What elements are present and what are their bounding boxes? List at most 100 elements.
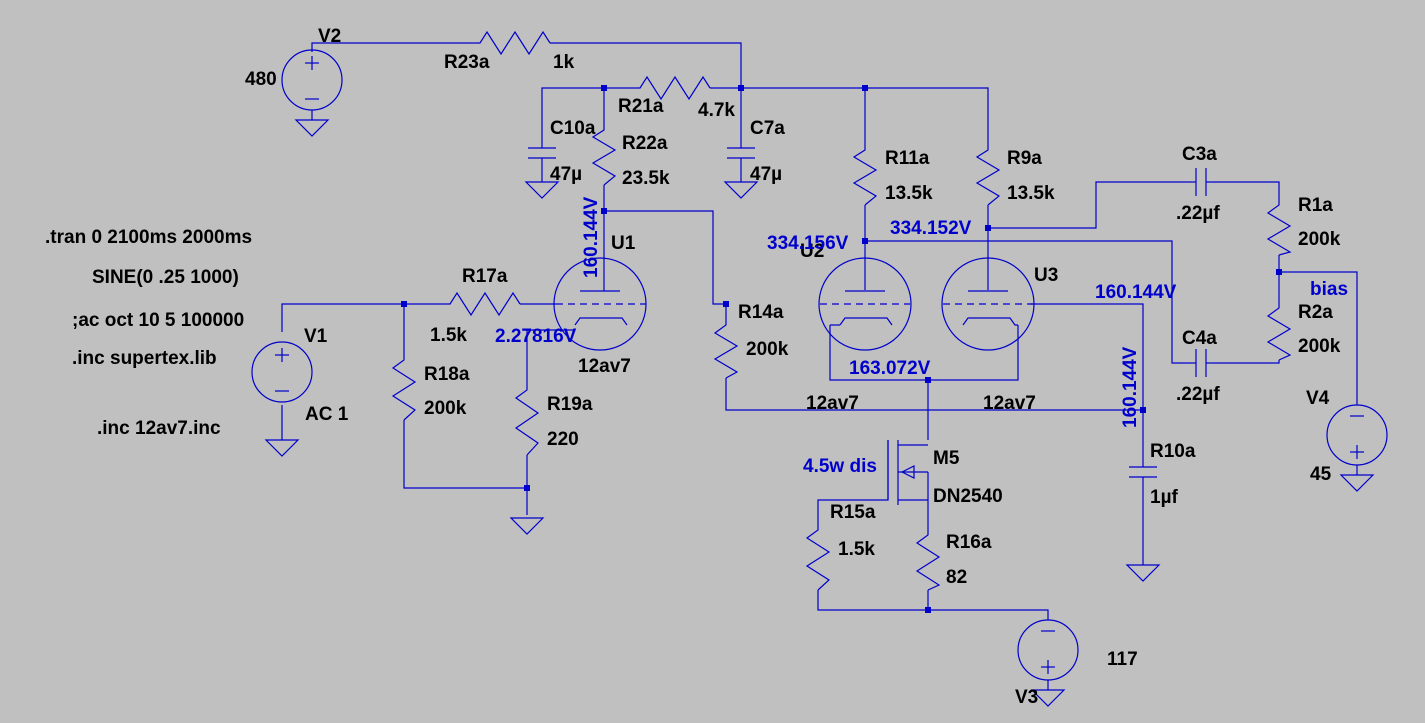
label-u3-name: U3 [1034, 265, 1058, 286]
resistor-r23a [470, 30, 551, 56]
label-r21a-name: R21a [618, 96, 664, 117]
directive-inc-lib: .inc supertex.lib [72, 348, 217, 369]
label-r11a-name: R11a [885, 148, 930, 169]
label-r17a-name: R17a [462, 266, 508, 287]
resistor-r18a [391, 350, 417, 421]
label-c4a-value: .22µf [1176, 384, 1220, 405]
label-r14a-name: R14a [738, 302, 784, 323]
label-r22a-value: 23.5k [622, 168, 670, 189]
ground-icon [294, 119, 330, 137]
tube-u2 [818, 257, 912, 351]
label-c7a-value: 47µ [750, 164, 782, 185]
node-voltage-u1-plate: 160.144V [581, 196, 602, 278]
label-r23a-value: 1k [553, 52, 575, 73]
label-u1-value: 12av7 [578, 356, 631, 377]
tubes [527, 257, 1035, 351]
label-r18a-name: R18a [424, 364, 470, 385]
source-v1 [251, 341, 313, 403]
label-r19a-value: 220 [547, 429, 579, 450]
label-c7a-name: C7a [750, 118, 785, 139]
capacitor-c10a [528, 143, 556, 163]
label-r10a-name: R10a [1150, 441, 1196, 462]
label-r18a-value: 200k [424, 398, 467, 419]
label-c10a-value: 47µ [550, 164, 582, 185]
label-v1-value: AC 1 [305, 404, 349, 425]
resistor-r22a [591, 120, 617, 186]
resistor-r16a [915, 525, 941, 591]
node-voltage-cathode-tail: 163.072V [849, 358, 931, 379]
capacitor-c4a [1190, 349, 1212, 377]
node-voltage-u3-grid: 160.144V [1095, 282, 1177, 303]
directive-sine: SINE(0 .25 1000) [92, 267, 239, 288]
tube-u1 [527, 257, 647, 351]
label-r19a-name: R19a [547, 394, 593, 415]
label-r17a-value: 1.5k [430, 325, 467, 346]
capacitor-c7a [727, 143, 755, 163]
capacitors [528, 143, 1212, 482]
label-r23a-name: R23a [444, 52, 490, 73]
label-r15a-value: 1.5k [838, 539, 875, 560]
label-u1-name: U1 [611, 233, 636, 254]
label-r1a-name: R1a [1298, 195, 1333, 216]
ground-icon [1125, 564, 1161, 582]
label-c3a-name: C3a [1182, 144, 1217, 165]
label-c4a-name: C4a [1182, 328, 1217, 349]
junction-dots [401, 85, 1282, 613]
resistor-r9a [975, 140, 1001, 206]
capacitor-r10a [1129, 462, 1157, 482]
label-c10a-name: C10a [550, 118, 596, 139]
label-r1a-value: 200k [1298, 229, 1341, 250]
label-r14a-value: 200k [746, 339, 789, 360]
resistor-r19a [514, 380, 540, 456]
label-r16a-value: 82 [946, 567, 967, 588]
label-v3-value: 117 [1107, 649, 1138, 670]
label-r21a-value: 4.7k [698, 100, 735, 121]
label-u2-name: U2 [800, 241, 824, 262]
node-voltage-u3-plate: 334.152V [890, 218, 972, 239]
grounds [264, 119, 1375, 707]
label-r16a-name: R16a [946, 532, 992, 553]
label-m5-name: M5 [933, 448, 960, 469]
label-v4-value: 45 [1310, 464, 1332, 485]
ground-icon [524, 181, 560, 199]
label-m5-value: DN2540 [933, 486, 1003, 507]
source-v2 [281, 49, 343, 120]
sources [251, 49, 1388, 690]
label-v2-value: 480 [245, 69, 277, 90]
label-m5-note: 4.5w dis [803, 456, 877, 477]
label-c3a-value: .22µf [1176, 203, 1220, 224]
wires [281, 42, 1358, 620]
resistor-r11a [852, 140, 878, 206]
node-voltage-r10-node: 160.144V [1120, 346, 1141, 428]
label-v2-name: V2 [318, 26, 341, 47]
label-r9a-value: 13.5k [1007, 183, 1055, 204]
label-r22a-name: R22a [622, 133, 668, 154]
capacitor-c3a [1190, 168, 1212, 196]
node-label-bias: bias [1310, 279, 1348, 300]
label-r10a-value: 1µf [1150, 487, 1179, 508]
label-v1-name: V1 [304, 326, 328, 347]
directive-ac: ;ac oct 10 5 100000 [72, 310, 244, 331]
label-v4-name: V4 [1306, 388, 1330, 409]
label-r11a-value: 13.5k [885, 183, 933, 204]
resistor-r2a [1266, 298, 1292, 361]
labels: .tran 0 2100ms 2000ms SINE(0 .25 1000) ;… [45, 26, 1348, 708]
label-r15a-name: R15a [830, 502, 876, 523]
resistor-r15a [805, 520, 831, 591]
resistor-r21a [630, 75, 711, 101]
ground-icon [509, 517, 545, 535]
resistors [391, 30, 1292, 591]
directive-tran: .tran 0 2100ms 2000ms [45, 227, 252, 248]
label-r2a-name: R2a [1298, 302, 1333, 323]
label-v3-name: V3 [1015, 687, 1038, 708]
ground-icon [264, 439, 300, 457]
label-r9a-name: R9a [1007, 148, 1042, 169]
ground-icon [723, 181, 759, 199]
directive-inc-tube: .inc 12av7.inc [97, 418, 221, 439]
source-v4 [1326, 404, 1388, 475]
mosfet-m5 [887, 440, 929, 505]
node-voltage-u1-cathode: 2.27816V [495, 326, 577, 347]
source-v3 [1017, 619, 1079, 690]
label-u2-value: 12av7 [806, 393, 859, 414]
